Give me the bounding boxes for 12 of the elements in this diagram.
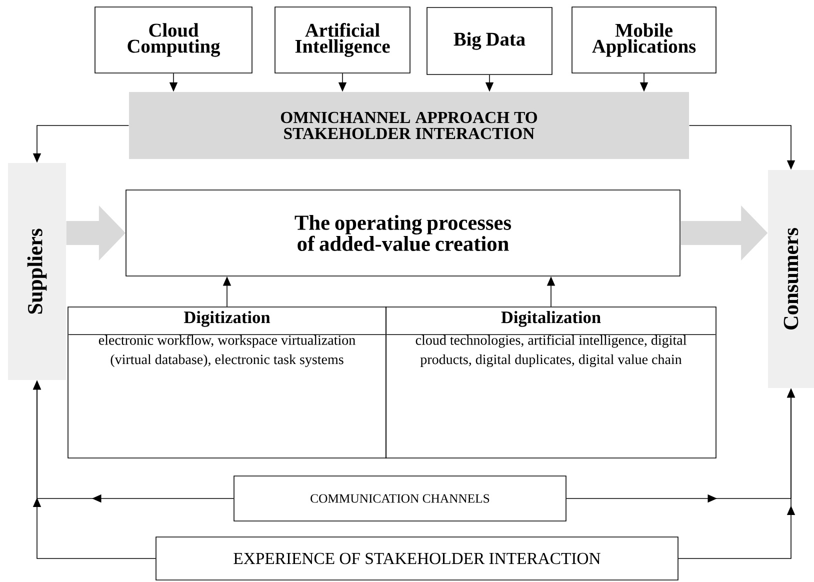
process-box: The operating processes of added-value creation	[126, 190, 680, 276]
approach-band: OMNICHANNEL APPROACH TO STAKEHOLDER INTERACTION	[129, 92, 689, 159]
experience-box: EXPERIENCE OF STAKEHOLDER INTERACTION	[156, 536, 678, 580]
technology-box: Mobile Applications	[572, 6, 716, 74]
technology-box: Cloud Computing	[94, 6, 252, 74]
technology-box: Artificial Intelligence	[274, 6, 410, 74]
stakeholder-band: Suppliers	[8, 163, 66, 380]
technology-box: Big Data	[426, 7, 552, 75]
stakeholder-band: Consumers	[768, 170, 814, 388]
table-column: Digitization electronic workflow, workspace virtualization (virtual database), electronic task systems	[68, 306, 386, 458]
channel-box: COMMUNICATION CHANNELS	[234, 476, 566, 522]
table-column: Digitalization cloud technologies, artificial intelligence, digital products, digital duplicates, digital value chain	[386, 306, 716, 458]
